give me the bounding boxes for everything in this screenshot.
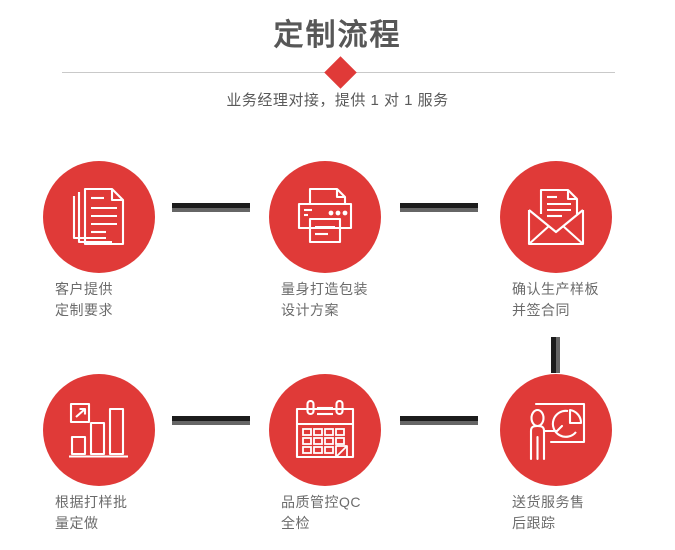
connector-step2-step3 (400, 203, 478, 212)
page-title: 定制流程 (273, 19, 402, 52)
step-4-label: 根据打样批 量定做 (55, 494, 128, 531)
step-6-circle[interactable] (500, 374, 612, 486)
step-1-circle[interactable] (43, 161, 155, 273)
title-divider (0, 56, 675, 89)
printer-icon (297, 187, 353, 244)
connector-bar-gray (172, 208, 250, 212)
connector-bar-dark (551, 337, 556, 373)
page-subtitle: 业务经理对接，提供 1 对 1 服务 (226, 92, 449, 109)
connector-bar-gray (400, 208, 478, 212)
documents-stack-icon (72, 187, 125, 246)
connector-bar-gray (556, 337, 560, 373)
presenter-pie-chart-icon (529, 402, 586, 461)
envelope-letter-icon (527, 188, 585, 246)
calendar-check-icon (295, 400, 355, 459)
connector-step3-step6 (551, 337, 560, 373)
connector-bar-gray (400, 421, 478, 425)
step-5-label: 品质管控QC 全检 (281, 494, 361, 531)
step-3-circle[interactable] (500, 161, 612, 273)
step-3-label: 确认生产样板 并签合同 (512, 281, 599, 318)
connector-bar-dark (172, 416, 250, 421)
connector-bar-dark (172, 203, 250, 208)
step-5-circle[interactable] (269, 374, 381, 486)
connector-bar-gray (172, 421, 250, 425)
step-2-circle[interactable] (269, 161, 381, 273)
step-2-label: 量身打造包装 设计方案 (281, 281, 368, 318)
page-header: 定制流程 业务经理对接，提供 1 对 1 服务 (0, 0, 675, 130)
step-1-label: 客户提供 定制要求 (55, 281, 113, 318)
connector-bar-dark (400, 203, 478, 208)
connector-step4-step5 (172, 416, 250, 425)
connector-bar-dark (400, 416, 478, 421)
step-6-label: 送货服务售 后跟踪 (512, 494, 585, 531)
bar-chart-growth-icon (69, 402, 128, 458)
connector-step1-step2 (172, 203, 250, 212)
step-4-circle[interactable] (43, 374, 155, 486)
connector-step5-step6 (400, 416, 478, 425)
